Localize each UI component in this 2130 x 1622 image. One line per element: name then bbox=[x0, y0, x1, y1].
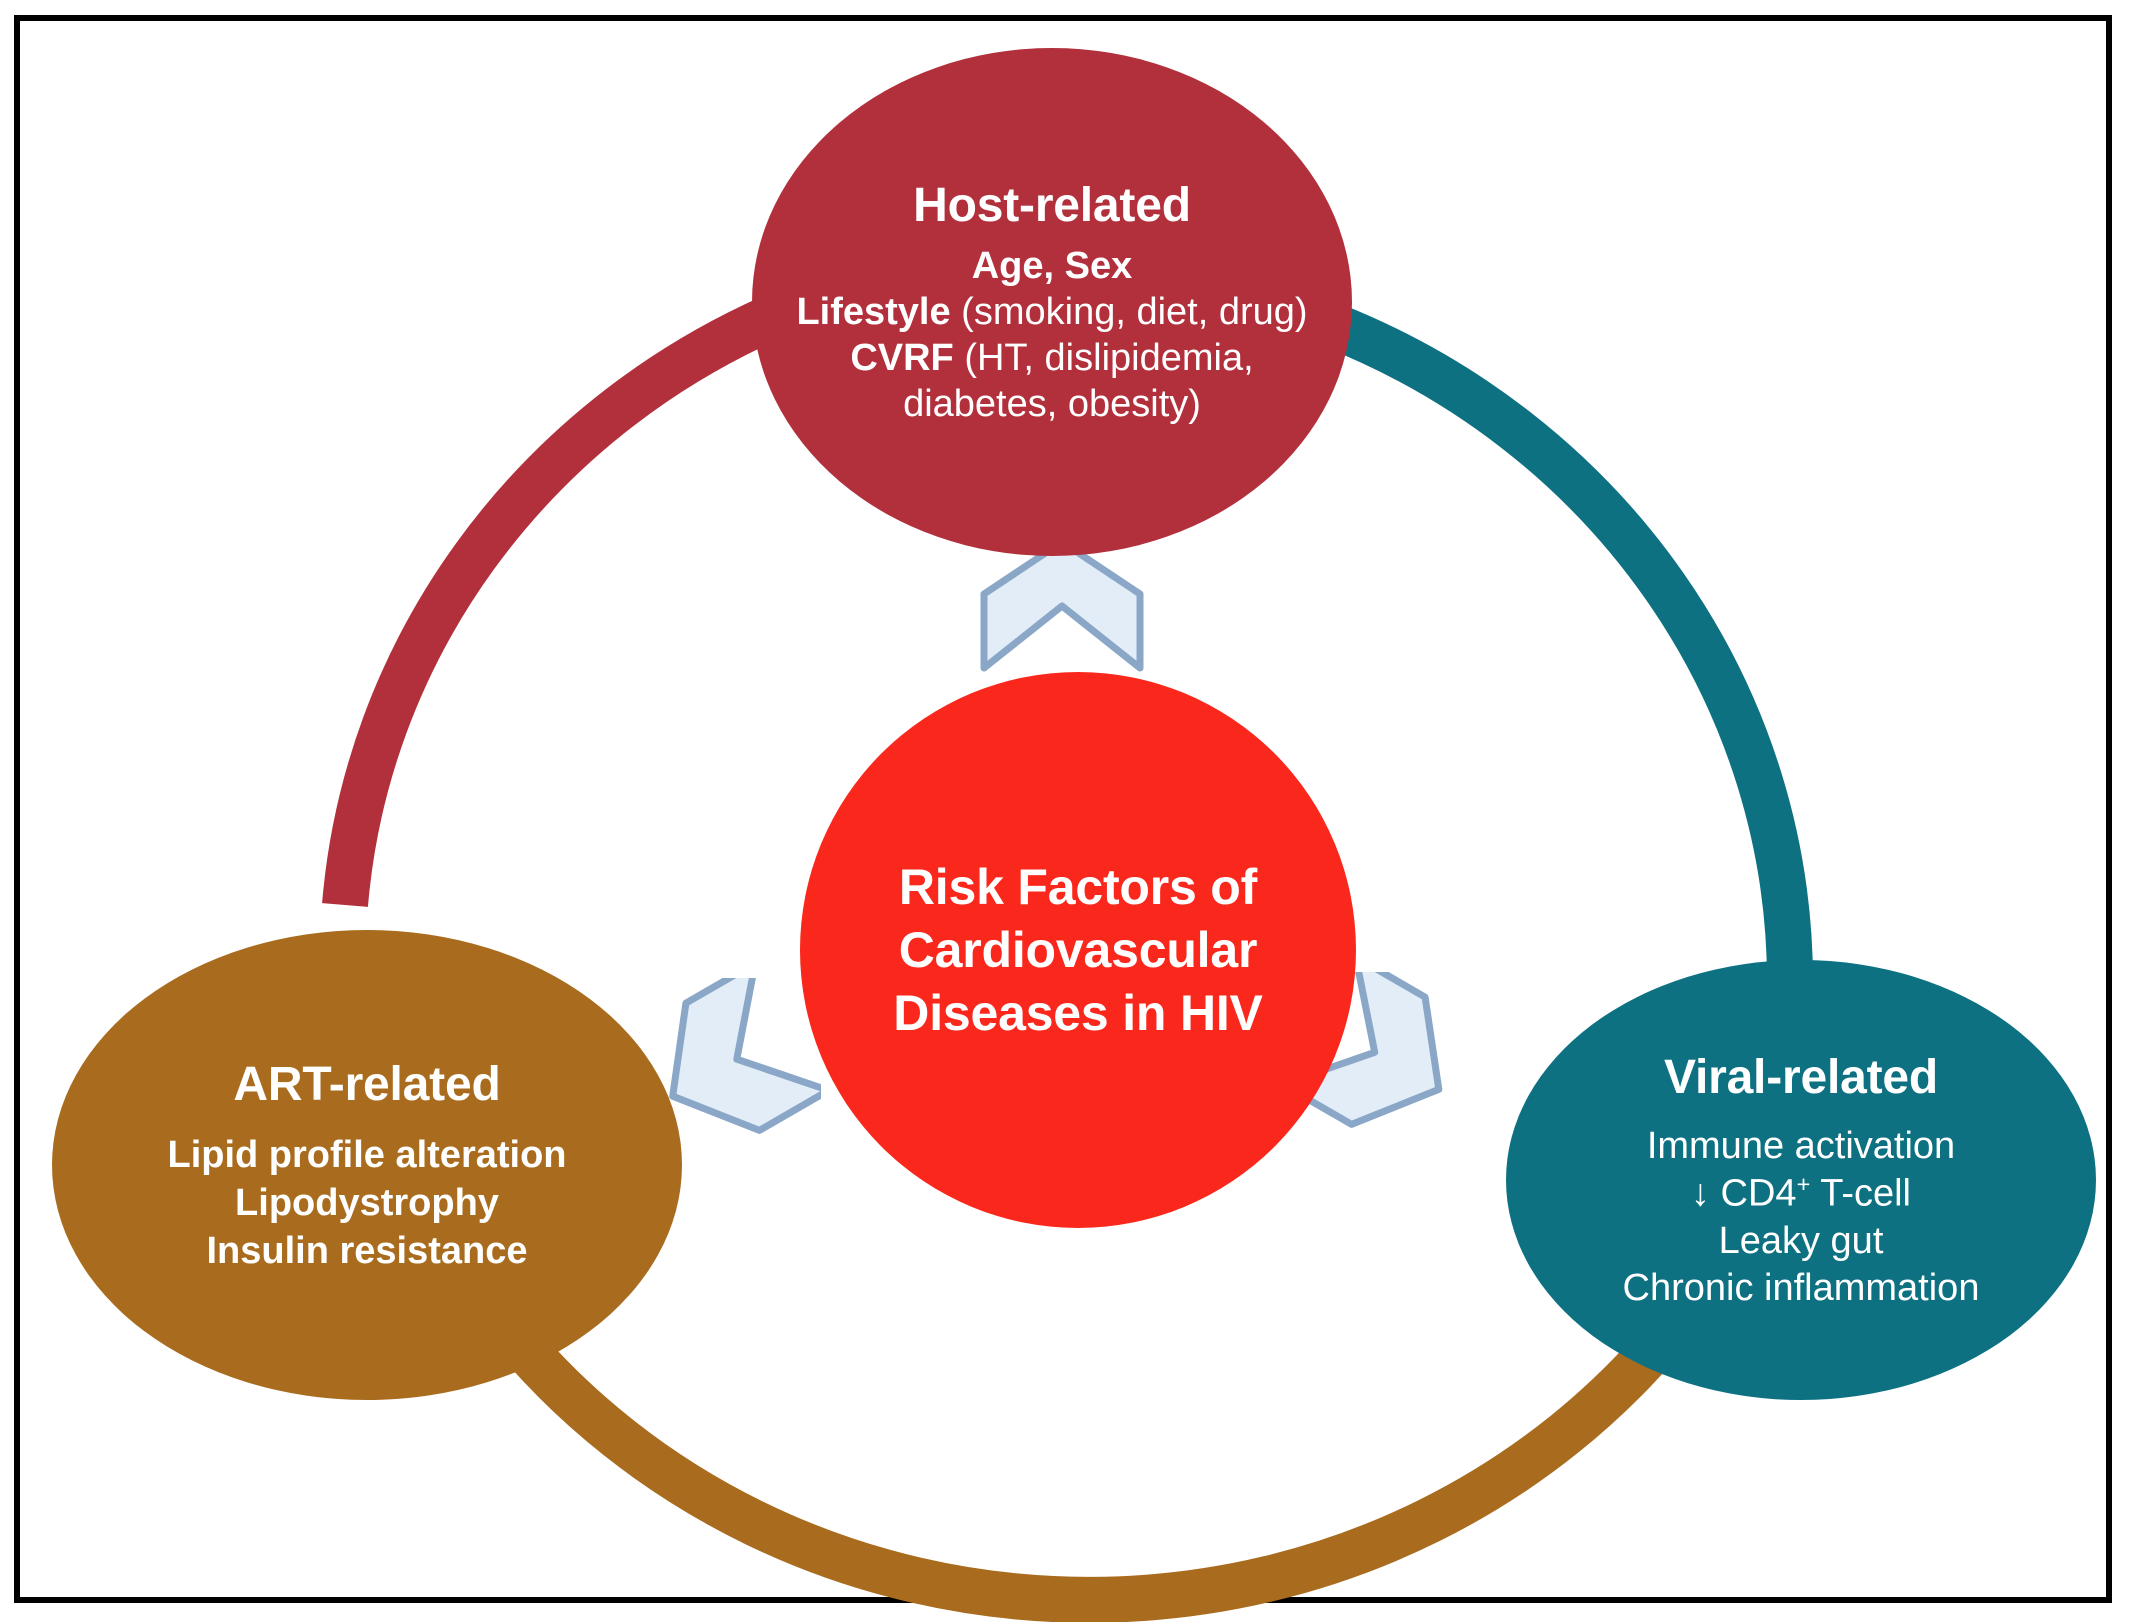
node-host-line-3: CVRF (HT, dislipidemia, bbox=[850, 336, 1253, 380]
node-art-line-3: Insulin resistance bbox=[206, 1229, 528, 1272]
node-host-title: Host-related bbox=[913, 179, 1191, 232]
node-viral-title: Viral-related bbox=[1664, 1050, 1938, 1104]
node-viral-cd4-suffix: T-cell bbox=[1810, 1173, 1911, 1216]
node-art-line-1: Lipid profile alteration bbox=[167, 1133, 567, 1176]
chevron-up-icon bbox=[980, 538, 1144, 672]
node-viral-cd4-superscript: + bbox=[1796, 1171, 1811, 1198]
chevron-down-left-icon bbox=[669, 978, 821, 1134]
node-art-related[interactable]: ART-related Lipid profile alteration Lip… bbox=[52, 930, 682, 1400]
node-host-line-1-bold: Age, Sex bbox=[971, 244, 1133, 287]
node-center-concept[interactable]: Risk Factors of Cardiovascular Diseases … bbox=[800, 672, 1356, 1228]
ring-segment-host-to-art bbox=[322, 297, 780, 907]
node-center-line-3: Diseases in HIV bbox=[893, 984, 1263, 1041]
node-host-line-2: Lifestyle (smoking, diet, drug) bbox=[796, 290, 1307, 334]
node-host-line-2-rest: (smoking, diet, drug) bbox=[950, 290, 1308, 333]
node-viral-cd4-label: ↓ CD4 bbox=[1690, 1173, 1797, 1216]
node-host-line-1: Age, Sex bbox=[972, 244, 1133, 288]
node-host-line-4: diabetes, obesity) bbox=[903, 382, 1201, 426]
ring-segment-host-to-viral bbox=[1325, 304, 1813, 981]
node-viral-related[interactable]: Viral-related Immune activation ↓ CD4+ T… bbox=[1506, 960, 2096, 1400]
node-host-line-2-bold: Lifestyle bbox=[796, 290, 951, 333]
node-host-related[interactable]: Host-related Age, Sex Lifestyle (smoking… bbox=[752, 48, 1352, 556]
node-center-line-1: Risk Factors of bbox=[898, 858, 1258, 915]
node-host-line-3-rest: (HT, dislipidemia, bbox=[953, 336, 1254, 379]
node-art-line-2: Lipodystrophy bbox=[235, 1181, 499, 1224]
node-center-line-2: Cardiovascular bbox=[898, 921, 1258, 978]
node-art-title: ART-related bbox=[233, 1058, 501, 1112]
node-host-line-3-bold: CVRF bbox=[850, 336, 954, 379]
node-viral-line-1: Immune activation bbox=[1646, 1125, 1956, 1168]
node-viral-line-4: Chronic inflammation bbox=[1622, 1267, 1980, 1310]
node-center-title: Risk Factors of Cardiovascular Diseases … bbox=[893, 856, 1263, 1045]
node-host-line-4-rest: diabetes, obesity) bbox=[903, 382, 1201, 425]
ring-segment-art-to-viral bbox=[494, 1315, 1688, 1622]
node-viral-line-2: ↓ CD4+ T-cell bbox=[1691, 1171, 1911, 1216]
node-viral-line-3: Leaky gut bbox=[1718, 1220, 1884, 1263]
